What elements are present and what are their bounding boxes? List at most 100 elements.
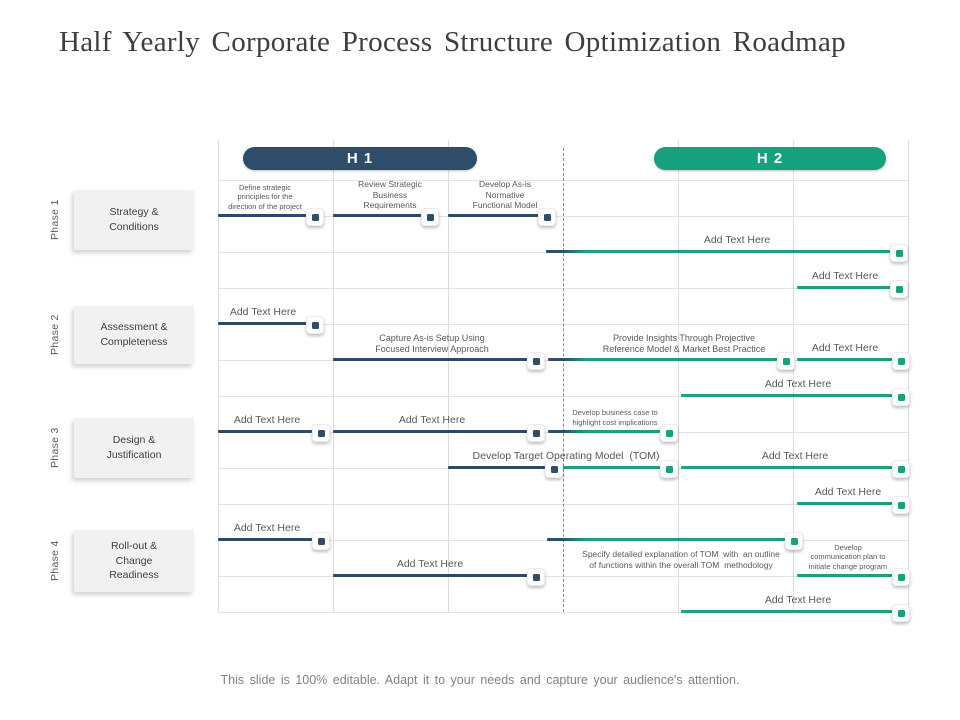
task-label: Review Strategic Business Requirements: [358, 179, 422, 211]
task-marker-dot: [550, 465, 558, 473]
task-label: Add Text Here: [761, 449, 829, 462]
task-marker: [306, 208, 324, 226]
task-marker-dot: [317, 429, 325, 437]
task-line: [218, 322, 306, 325]
grid-column-line: [448, 140, 449, 612]
task-marker: [306, 316, 324, 334]
task-marker: [892, 352, 910, 370]
task-label: Develop communication plan to initiate c…: [808, 542, 888, 571]
task-marker-dot: [543, 213, 551, 221]
task-line: [681, 394, 892, 397]
task-label: Add Text Here: [764, 377, 832, 390]
task-label: Add Text Here: [229, 305, 297, 318]
task-marker: [660, 424, 678, 442]
task-label: Define strategic principles for the dire…: [228, 182, 302, 211]
task-marker-dot: [665, 465, 673, 473]
task-line: [797, 358, 892, 361]
header-h2-pill: H 2: [654, 147, 886, 170]
task-marker-dot: [532, 573, 540, 581]
grid-row-line: [218, 612, 908, 613]
task-marker: [892, 388, 910, 406]
task-line: [218, 538, 312, 541]
task-marker: [538, 208, 556, 226]
task-label: Add Text Here: [233, 413, 301, 426]
task-label: Develop Target Operating Model (TOM): [472, 449, 660, 462]
task-marker-dot: [426, 213, 434, 221]
task-label: Add Text Here: [764, 593, 832, 606]
grid-column-line: [793, 140, 794, 612]
task-line: [547, 538, 785, 541]
task-marker-dot: [897, 501, 905, 509]
phase-2-box: Assessment & Completeness: [74, 306, 194, 364]
task-line: [546, 250, 890, 253]
task-line: [548, 358, 777, 361]
task-label: Add Text Here: [703, 233, 771, 246]
task-line: [333, 430, 527, 433]
task-label: Add Text Here: [398, 413, 466, 426]
phase-1-box: Strategy & Conditions: [74, 190, 194, 250]
task-marker-dot: [665, 429, 673, 437]
half-year-divider: [563, 148, 564, 612]
task-marker-dot: [782, 357, 790, 365]
task-marker: [527, 424, 545, 442]
task-marker-dot: [895, 249, 903, 257]
task-marker-dot: [897, 609, 905, 617]
phase-4-side-label: Phase 4: [49, 540, 61, 582]
grid-column-line: [218, 140, 219, 612]
task-marker-dot: [790, 537, 798, 545]
task-marker-dot: [897, 393, 905, 401]
page-title: Half Yearly Corporate Process Structure …: [59, 26, 846, 58]
task-label: Add Text Here: [811, 269, 879, 282]
task-marker-dot: [532, 357, 540, 365]
task-line: [797, 574, 892, 577]
task-marker: [777, 352, 795, 370]
footer-note: This slide is 100% editable. Adapt it to…: [220, 673, 740, 687]
task-marker-dot: [897, 465, 905, 473]
task-line: [218, 214, 306, 217]
task-marker-dot: [317, 537, 325, 545]
task-marker: [312, 532, 330, 550]
task-line: [681, 610, 892, 613]
task-line: [333, 574, 527, 577]
task-label: Add Text Here: [396, 557, 464, 570]
task-label: Develop business case to highlight cost …: [572, 408, 658, 427]
task-label: Provide Insights Through Projective Refe…: [602, 332, 766, 354]
task-label: Add Text Here: [233, 521, 301, 534]
task-marker-dot: [897, 573, 905, 581]
task-line: [548, 430, 660, 433]
task-marker: [545, 460, 563, 478]
phase-3-side-label: Phase 3: [49, 427, 61, 469]
grid-column-line: [908, 140, 909, 612]
task-marker: [892, 568, 910, 586]
task-marker: [527, 568, 545, 586]
task-line: [797, 286, 890, 289]
task-marker-dot: [311, 321, 319, 329]
phase-4-box: Roll-out & Change Readiness: [74, 530, 194, 592]
phase-2-side-label: Phase 2: [49, 314, 61, 356]
grid-column-line: [678, 140, 679, 612]
task-marker: [785, 532, 803, 550]
task-label: Add Text Here: [814, 485, 882, 498]
task-line: [448, 214, 538, 217]
task-marker: [892, 460, 910, 478]
task-marker: [421, 208, 439, 226]
task-line: [448, 466, 545, 469]
header-h1-pill: H 1: [243, 147, 477, 170]
task-line: [218, 430, 312, 433]
task-marker: [527, 352, 545, 370]
grid-column-line: [333, 140, 334, 612]
task-marker-dot: [532, 429, 540, 437]
task-label: Capture As-is Setup Using Focused Interv…: [375, 332, 489, 354]
task-label: Add Text Here: [811, 341, 879, 354]
task-line: [563, 466, 660, 469]
phase-1-side-label: Phase 1: [49, 199, 61, 241]
task-line: [681, 466, 892, 469]
task-marker-dot: [895, 285, 903, 293]
task-line: [333, 214, 421, 217]
task-marker: [892, 604, 910, 622]
phase-3-box: Design & Justification: [74, 418, 194, 478]
task-marker-dot: [311, 213, 319, 221]
task-label: Specify detailed explanation of TOM with…: [582, 549, 780, 570]
